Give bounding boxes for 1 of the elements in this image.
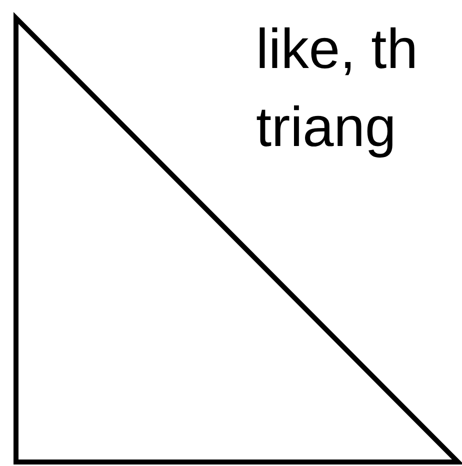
text-label: like, th triang <box>256 16 419 160</box>
